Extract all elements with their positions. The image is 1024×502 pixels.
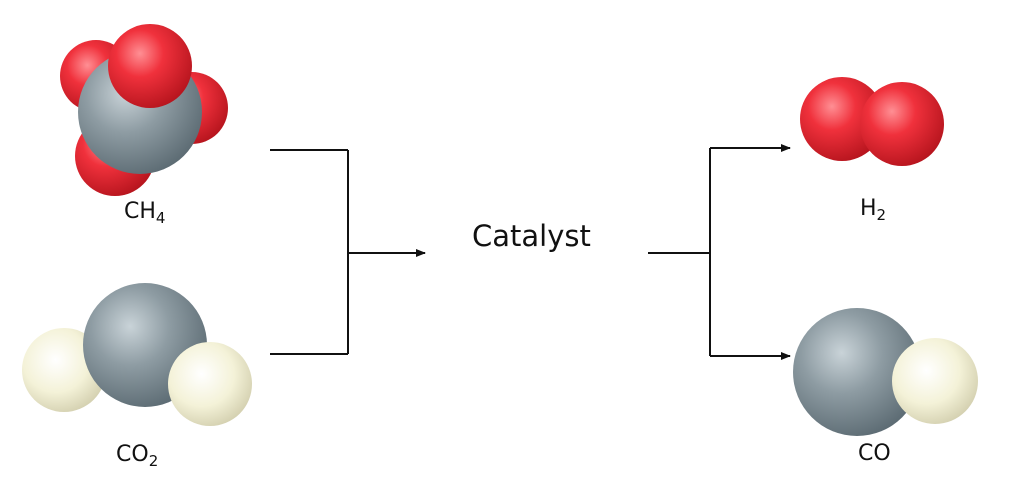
carbon-dioxide-molecule [22, 283, 252, 426]
carbon-atom [793, 308, 921, 436]
reactant-connector [270, 149, 426, 355]
right-red-atom [860, 82, 944, 166]
left-red-atom [800, 77, 884, 161]
carbon-monoxide-label: CO [858, 441, 891, 466]
catalyst-label: Catalyst [472, 219, 591, 253]
product-connector [648, 144, 791, 360]
methane-molecule [60, 24, 228, 196]
hydrogen-label: H2 [860, 196, 887, 224]
carbon-dioxide-label: CO2 [116, 442, 159, 470]
carbon-monoxide-molecule [793, 308, 978, 436]
hydrogen-molecule [800, 77, 944, 166]
right-cream-atom [168, 342, 252, 426]
top-red-atom [108, 24, 192, 108]
methane-label: CH4 [124, 199, 166, 227]
cream-atom [892, 338, 978, 424]
